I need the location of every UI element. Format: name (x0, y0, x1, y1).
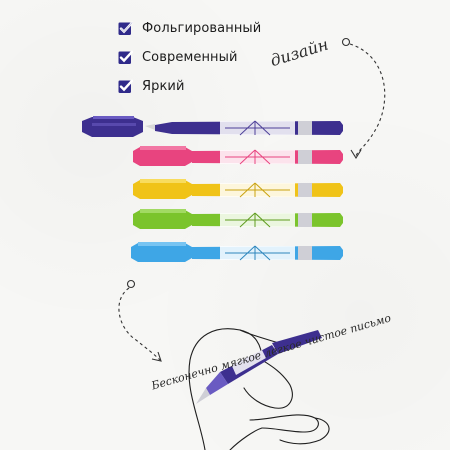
feature-item: Фольгированный (118, 14, 261, 43)
pen-in-hand (196, 330, 322, 404)
feature-label: Яркий (142, 79, 185, 94)
arrow-head-icon (350, 149, 362, 160)
pen-yellow (133, 179, 343, 199)
pen-purple (82, 116, 343, 137)
checkbox-checked-icon (118, 50, 134, 65)
arrow-start-dot-icon (126, 279, 136, 289)
feature-item: Современный (118, 43, 261, 72)
pen-pink (133, 146, 343, 166)
feature-label: Фольгированный (142, 21, 262, 36)
feature-label: Современный (142, 50, 238, 65)
arrow-head-icon (151, 351, 162, 362)
feature-item: Яркий (118, 72, 261, 101)
checkbox-checked-icon (118, 79, 134, 94)
pen-green (133, 209, 343, 229)
pen-blue (131, 242, 343, 262)
dashed-arrow-design (349, 43, 386, 157)
feature-list: Фольгированный Современный Яркий (118, 14, 261, 101)
dashed-arrow-writing (118, 287, 161, 361)
checkbox-checked-icon (118, 21, 134, 36)
arrow-start-dot-icon (341, 37, 351, 47)
